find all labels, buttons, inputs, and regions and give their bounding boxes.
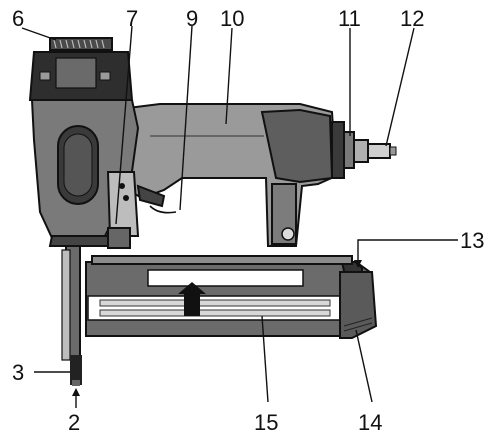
trigger [136,184,166,208]
trigger-assembly [106,171,177,249]
callout-10: 10 [220,6,244,31]
exhaust-cap [28,37,134,101]
callout-labels: 6 7 9 10 11 12 13 3 2 15 14 [12,6,484,435]
leader-13 [357,239,458,262]
callout-6: 6 [12,6,24,31]
trigger-housing [106,171,140,237]
leader-6 [21,27,57,41]
leader-12 [385,27,415,147]
callout-15: 15 [254,410,278,435]
arrow-13-icon [354,260,362,268]
arrow-2-icon [72,388,80,396]
handle [127,103,338,247]
air-fitting [367,143,391,159]
nose-assembly [61,227,82,386]
callout-11: 11 [338,6,361,31]
leader-9 [179,25,193,211]
air-filter [343,131,355,169]
callout-13: 13 [460,228,484,253]
leader-10 [225,27,233,125]
air-fitting-base [353,139,369,163]
magazine-rail-upper [99,299,331,307]
magazine [85,255,378,339]
nose-rail [61,249,71,361]
callout-3: 3 [12,360,24,385]
air-fittings [331,121,397,179]
magazine-top-rail [91,255,353,265]
nose-tip [70,355,82,385]
leader-14 [355,329,373,403]
nose-contact [72,380,80,386]
magazine-window [147,269,304,287]
magazine-end-cap [339,271,378,339]
callout-2: 2 [68,410,80,435]
handle-screw [281,227,295,241]
depth-adjuster [107,227,131,249]
leader-7 [115,25,133,225]
callout-7: 7 [126,6,138,31]
magazine-rail-lower [99,309,331,317]
load-arrow-icon [178,282,206,316]
leader-15 [261,315,269,403]
callout-14: 14 [358,410,382,435]
callout-12: 12 [400,6,424,31]
leader-lines [21,25,458,408]
callout-9: 9 [186,6,198,31]
end-cap [331,121,345,179]
